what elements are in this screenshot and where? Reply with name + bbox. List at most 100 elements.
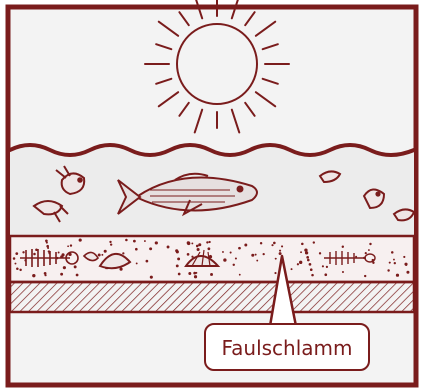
sediment-dot — [144, 240, 146, 242]
sediment-dot — [279, 250, 281, 252]
sediment-dot — [146, 260, 149, 263]
sediment-dot — [98, 254, 101, 257]
sediment-dot — [125, 239, 128, 242]
sediment-dot — [300, 251, 302, 253]
sediment-dot — [406, 271, 409, 274]
sediment-dot — [403, 256, 405, 258]
sediment-dot — [235, 257, 237, 259]
sediment-dot — [74, 265, 77, 268]
sediment-dot — [110, 243, 112, 245]
sediment-dot — [342, 271, 344, 273]
sediment-dot — [368, 249, 370, 251]
sediment-dot — [191, 242, 193, 244]
sediment-dot — [393, 259, 395, 261]
sediment-dot — [364, 275, 366, 277]
sediment-dot — [244, 244, 247, 247]
sediment-dot — [324, 273, 327, 276]
sediment-dot — [233, 264, 235, 266]
sediment-dot — [207, 247, 210, 250]
sediment-dot — [279, 252, 282, 255]
sediment-dot — [176, 264, 179, 267]
sediment-dot — [299, 261, 302, 264]
sediment-dot — [187, 253, 190, 256]
sediment-dot — [297, 263, 299, 265]
sediment-dot — [60, 273, 63, 276]
callout-label-faulschlamm: Faulschlamm — [204, 323, 370, 371]
sediment-dot — [391, 251, 394, 254]
sediment-dot — [251, 254, 254, 257]
sediment-dot — [209, 241, 211, 243]
sediment-dot — [206, 241, 208, 243]
sediment-dot — [63, 266, 66, 269]
sediment-dot — [178, 273, 181, 276]
sediment-dot — [256, 260, 258, 262]
sediment-dot — [369, 243, 371, 245]
sediment-dot — [133, 240, 136, 243]
sediment-dot — [275, 258, 277, 260]
sediment-dot — [365, 252, 367, 254]
sediment-dot — [222, 251, 224, 253]
sediment-dot — [136, 262, 138, 264]
sediment-dot — [188, 272, 191, 275]
sediment-dot — [196, 245, 199, 248]
sediment-dot — [396, 274, 399, 277]
sediment-dot — [271, 244, 273, 246]
sediment-dot — [15, 252, 18, 255]
sediment-dot — [46, 242, 48, 244]
sediment-dot — [13, 257, 16, 260]
sediment-dot — [239, 274, 241, 276]
sediment-dot — [79, 239, 82, 242]
sediment-dot — [33, 253, 36, 256]
sediment-dot — [238, 247, 241, 250]
sediment-dot — [322, 265, 324, 267]
sediment-dot — [16, 267, 19, 270]
sediment-dot — [311, 274, 314, 277]
sediment-dot — [150, 276, 153, 279]
sediment-dot — [32, 274, 35, 277]
sediment-dot — [167, 246, 170, 249]
sediment-dot — [109, 241, 111, 243]
sediment-dot — [291, 268, 293, 270]
sediment-dot — [306, 256, 309, 259]
sediment-dot — [135, 248, 138, 251]
sediment-dot — [313, 241, 315, 243]
sediment-dot — [319, 252, 321, 254]
sediment-dot — [274, 272, 276, 274]
sediment-dot — [387, 269, 389, 271]
sediment-dot — [58, 251, 60, 253]
sediment-dot — [149, 247, 152, 250]
sediment-dot — [194, 275, 197, 278]
sediment-dot — [19, 269, 21, 271]
sediment-dot — [61, 253, 64, 256]
sediment-dot — [47, 247, 49, 249]
sediment-dot — [405, 264, 407, 266]
sediment-dot — [198, 243, 201, 246]
sediment-dot — [260, 242, 262, 244]
sediment-dot — [310, 268, 313, 271]
sediment-dot — [255, 254, 257, 256]
sediment-dot — [309, 263, 312, 266]
sediment-dot — [197, 248, 200, 251]
sediment-dot — [326, 266, 328, 268]
sediment-dot — [305, 251, 308, 254]
sediment-dot — [342, 246, 344, 248]
sediment-dot — [70, 244, 72, 246]
sediment-dot — [389, 262, 391, 264]
sediment-dot — [14, 263, 16, 265]
sediment-dot — [76, 274, 79, 277]
sediment-dot — [44, 274, 46, 276]
sediment-dot — [210, 273, 213, 276]
sediment-dot — [122, 252, 124, 254]
sediment-dot — [101, 254, 103, 256]
sediment-dot — [195, 272, 197, 274]
sediment-dot — [263, 253, 265, 255]
sediment-dot — [394, 262, 396, 264]
sediment-dot — [223, 258, 226, 261]
sediment-dot — [281, 245, 283, 247]
sediment-dot — [22, 251, 24, 253]
sediment-dot — [307, 259, 310, 262]
sediment-dot — [301, 243, 304, 246]
bottom-layer — [10, 282, 414, 312]
sediment-dot — [155, 241, 158, 244]
sediment-dot — [187, 241, 190, 244]
